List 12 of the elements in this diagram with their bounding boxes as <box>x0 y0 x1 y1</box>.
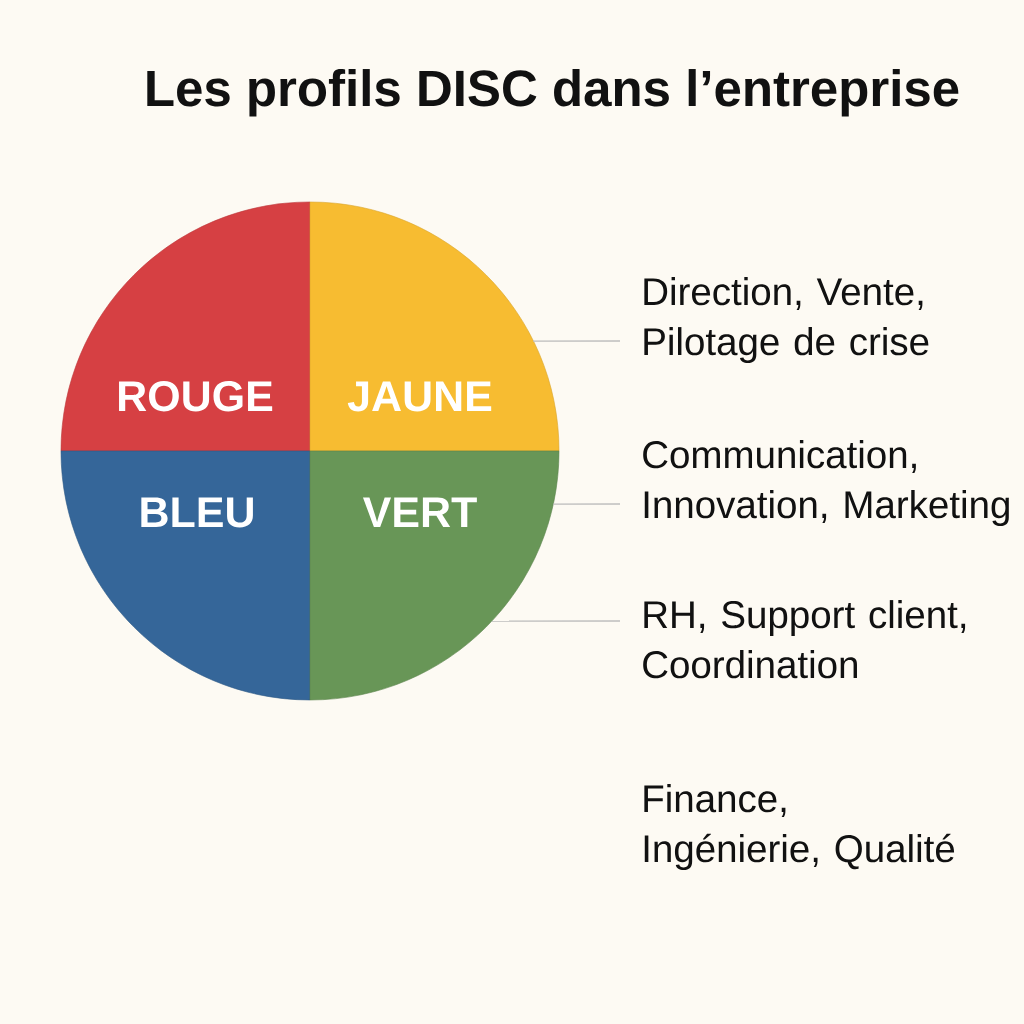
title: Les profils DISC dans l’entreprise <box>147 69 959 117</box>
quadrant-sector: JAUNE <box>309 201 560 452</box>
callout-text: Communication, Innovation, Marketing <box>643 440 1009 526</box>
leader-line <box>491 620 621 622</box>
callout-text: Finance, Ingénierie, Qualité <box>644 784 955 870</box>
quadrant-sector: ROUGE <box>60 201 311 452</box>
leader-line <box>532 340 621 342</box>
quadrant-sector: BLEU <box>60 450 311 701</box>
callout-text: Direction, Vente, Pilotage de crise <box>644 277 929 363</box>
quadrant-sector: VERT <box>309 450 560 701</box>
callout-text: RH, Support client, Coordination <box>643 600 966 679</box>
leader-line <box>552 503 621 505</box>
